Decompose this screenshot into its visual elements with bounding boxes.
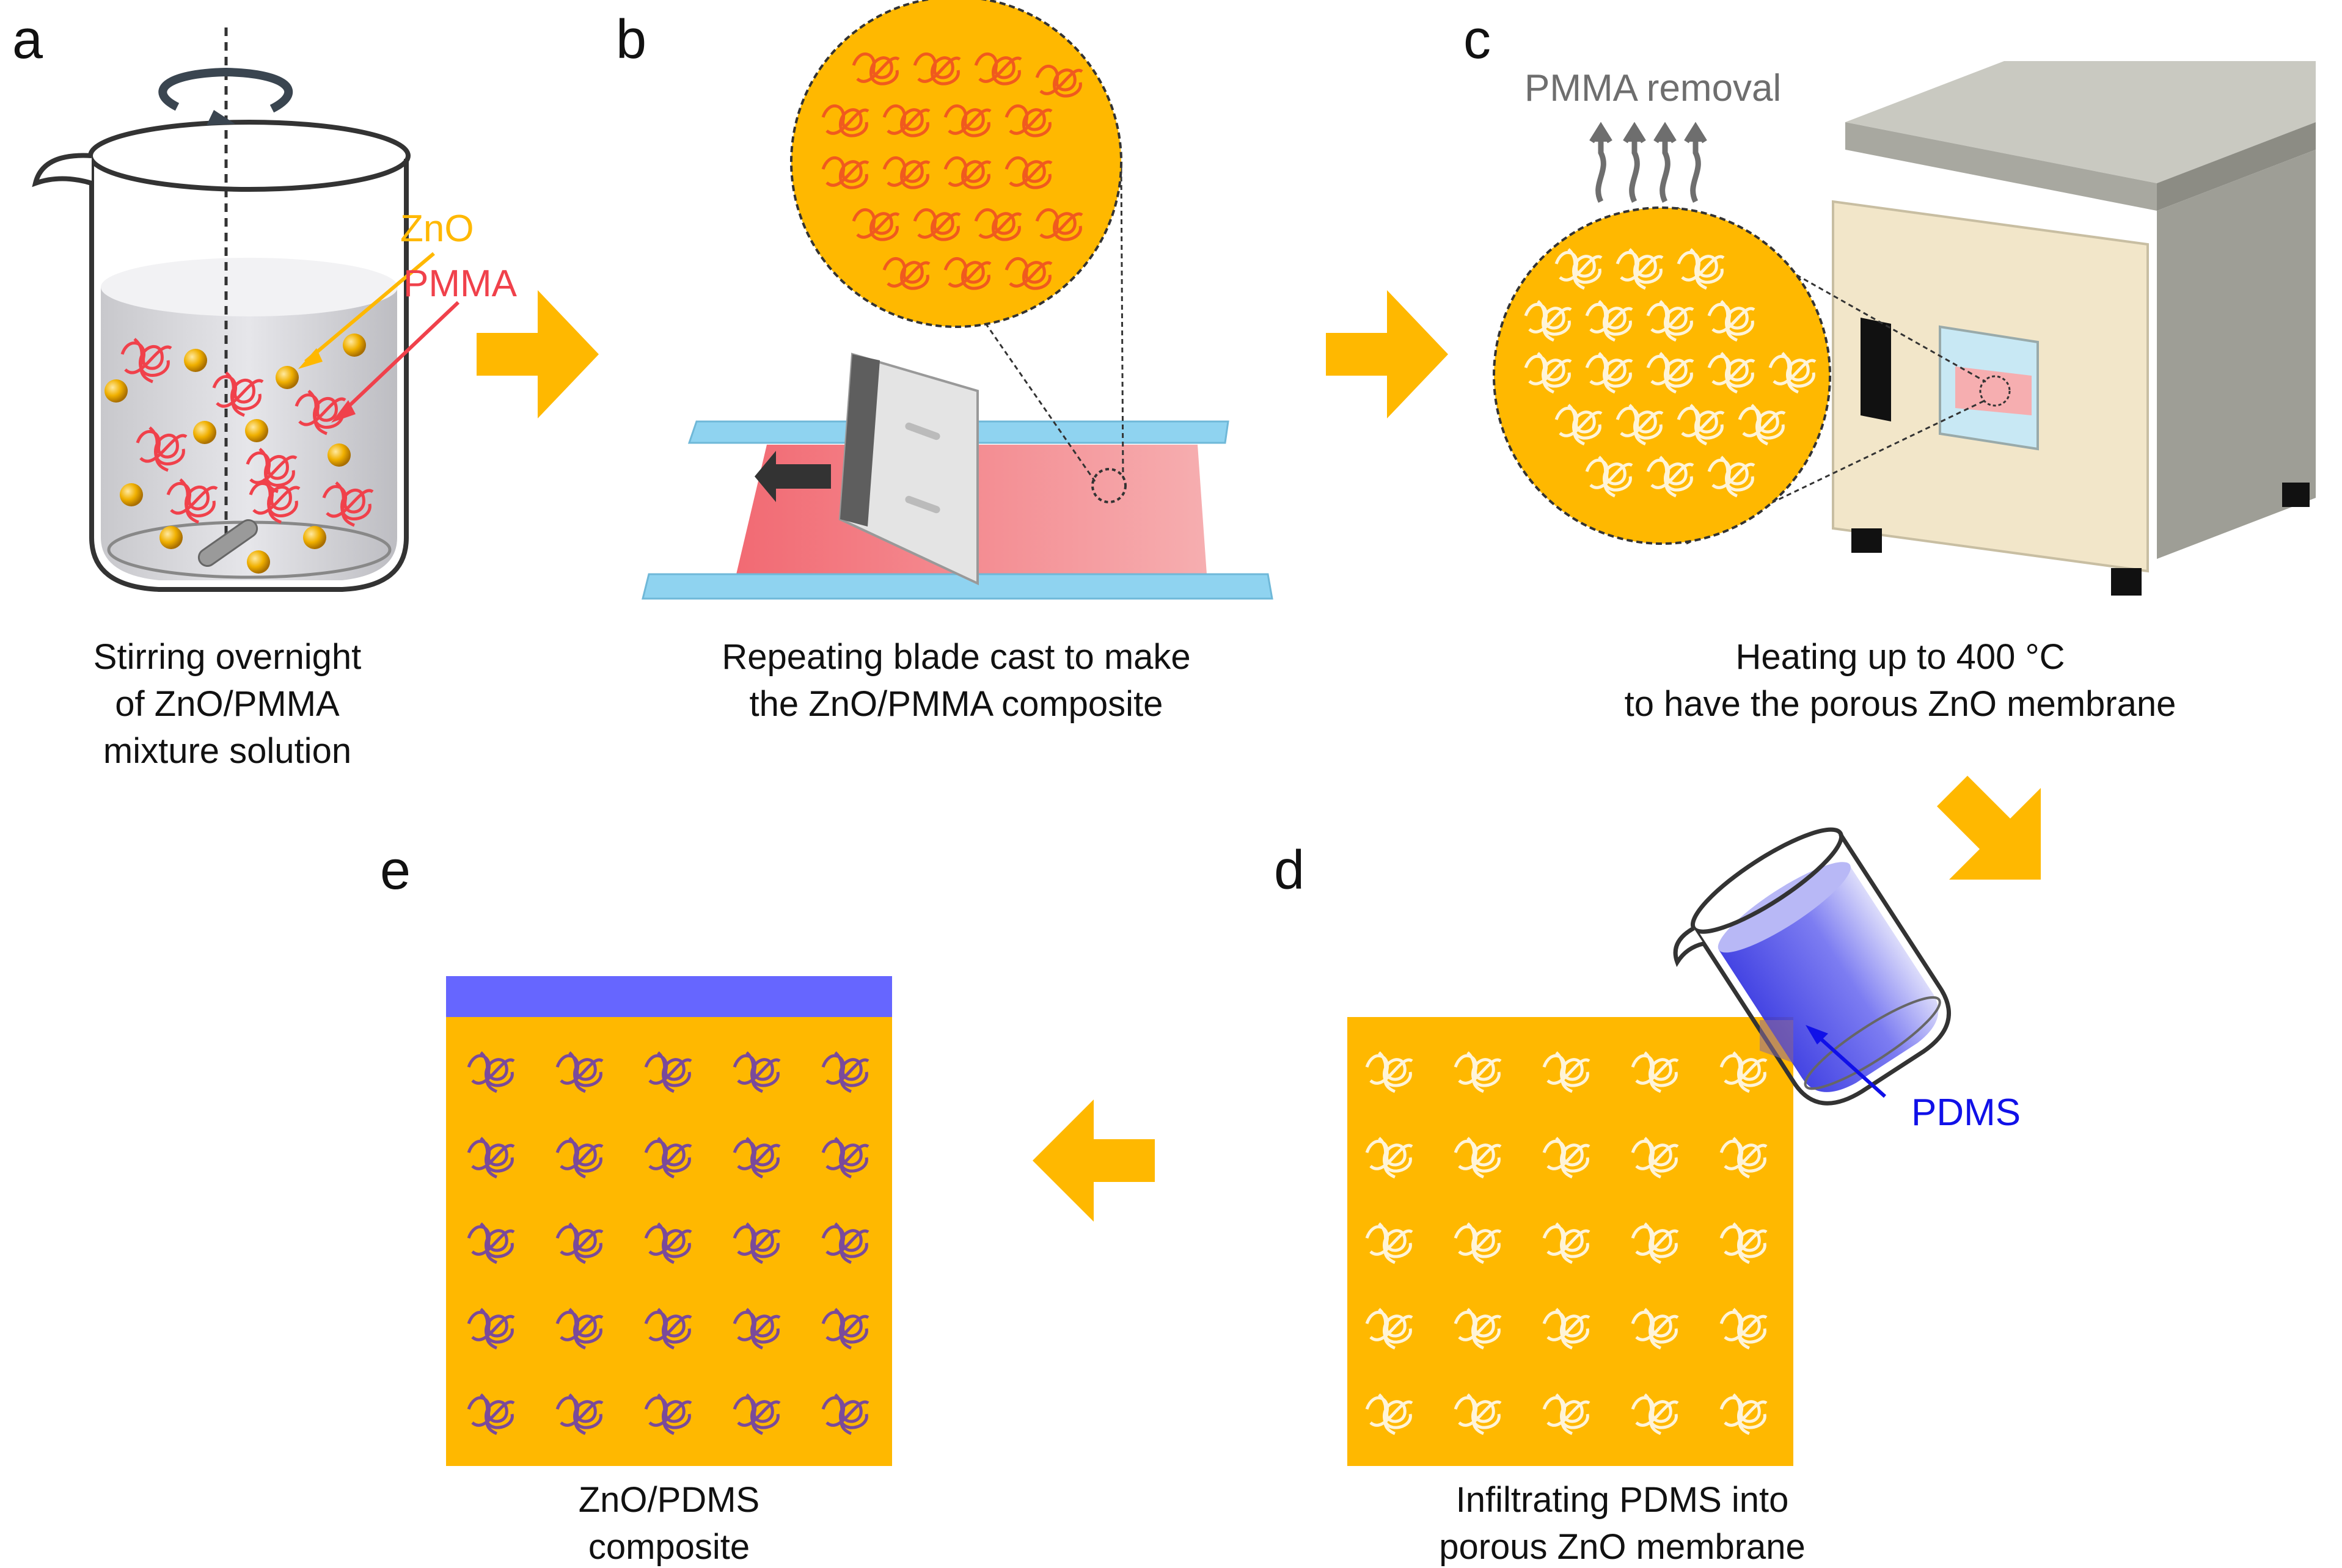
pdms-pointer: PDMS xyxy=(1806,1025,2021,1134)
caption-b-line-1: Repeating blade cast to make xyxy=(722,637,1190,677)
caption-a-line-2: of ZnO/PMMA xyxy=(115,684,340,724)
caption-d: Infiltrating PDMS into porous ZnO membra… xyxy=(1439,1480,1806,1567)
panel-e: e xyxy=(380,840,892,1567)
flow-arrow-b-to-c xyxy=(1326,290,1448,418)
panel-c: c PMMA removal xyxy=(1463,9,2316,724)
caption-b-line-2: the ZnO/PMMA composite xyxy=(750,684,1163,724)
pmma-removal-label: PMMA removal xyxy=(1524,67,1781,109)
caption-e-line-2: composite xyxy=(588,1527,750,1567)
zno-pmma-magnified-circle xyxy=(790,0,1122,328)
caption-b: Repeating blade cast to make the ZnO/PMM… xyxy=(722,637,1190,724)
caption-a-line-1: Stirring overnight xyxy=(93,637,361,677)
zno-label: ZnO xyxy=(400,208,474,250)
caption-d-line-2: porous ZnO membrane xyxy=(1439,1527,1806,1567)
flow-arrow-d-to-e xyxy=(1033,1099,1155,1222)
caption-a: Stirring overnight of ZnO/PMMA mixture s… xyxy=(93,637,361,771)
panel-d: d xyxy=(1274,827,2021,1567)
pmma-pointer: PMMA xyxy=(331,263,518,423)
panel-letter-d: d xyxy=(1274,840,1305,901)
flow-arrow-c-to-d xyxy=(1937,776,2041,880)
pmma-label: PMMA xyxy=(403,263,518,305)
panel-b: b xyxy=(616,0,1273,724)
panel-a: a xyxy=(12,9,518,771)
zno-pdms-composite xyxy=(446,976,892,1466)
caption-a-line-3: mixture solution xyxy=(103,731,351,771)
zno-pointer: ZnO xyxy=(298,208,474,369)
panel-letter-b: b xyxy=(616,9,646,70)
porous-zno-membrane xyxy=(1347,1017,1793,1466)
panel-letter-e: e xyxy=(380,840,411,901)
caption-d-line-1: Infiltrating PDMS into xyxy=(1456,1480,1789,1520)
panel-letter-a: a xyxy=(12,9,43,70)
panel-letter-c: c xyxy=(1463,9,1491,70)
caption-c: Heating up to 400 °C to have the porous … xyxy=(1625,637,2176,724)
pmma-removal-vapor-arrows xyxy=(1589,122,1707,203)
pdms-top-layer xyxy=(446,976,892,1017)
blade-casting-illustration xyxy=(642,167,1273,600)
caption-c-line-2: to have the porous ZnO membrane xyxy=(1625,684,2176,724)
pdms-pouring-beaker xyxy=(1673,827,1951,1106)
pdms-label: PDMS xyxy=(1911,1092,2021,1134)
furnace-illustration xyxy=(1677,61,2316,596)
caption-e-line-1: ZnO/PDMS xyxy=(579,1480,760,1520)
caption-e: ZnO/PDMS composite xyxy=(579,1480,760,1567)
porous-zno-magnified-circle xyxy=(1493,206,1831,545)
flow-arrow-a-to-b xyxy=(477,290,599,418)
zno-particles xyxy=(104,334,366,574)
caption-c-line-1: Heating up to 400 °C xyxy=(1735,637,2065,677)
